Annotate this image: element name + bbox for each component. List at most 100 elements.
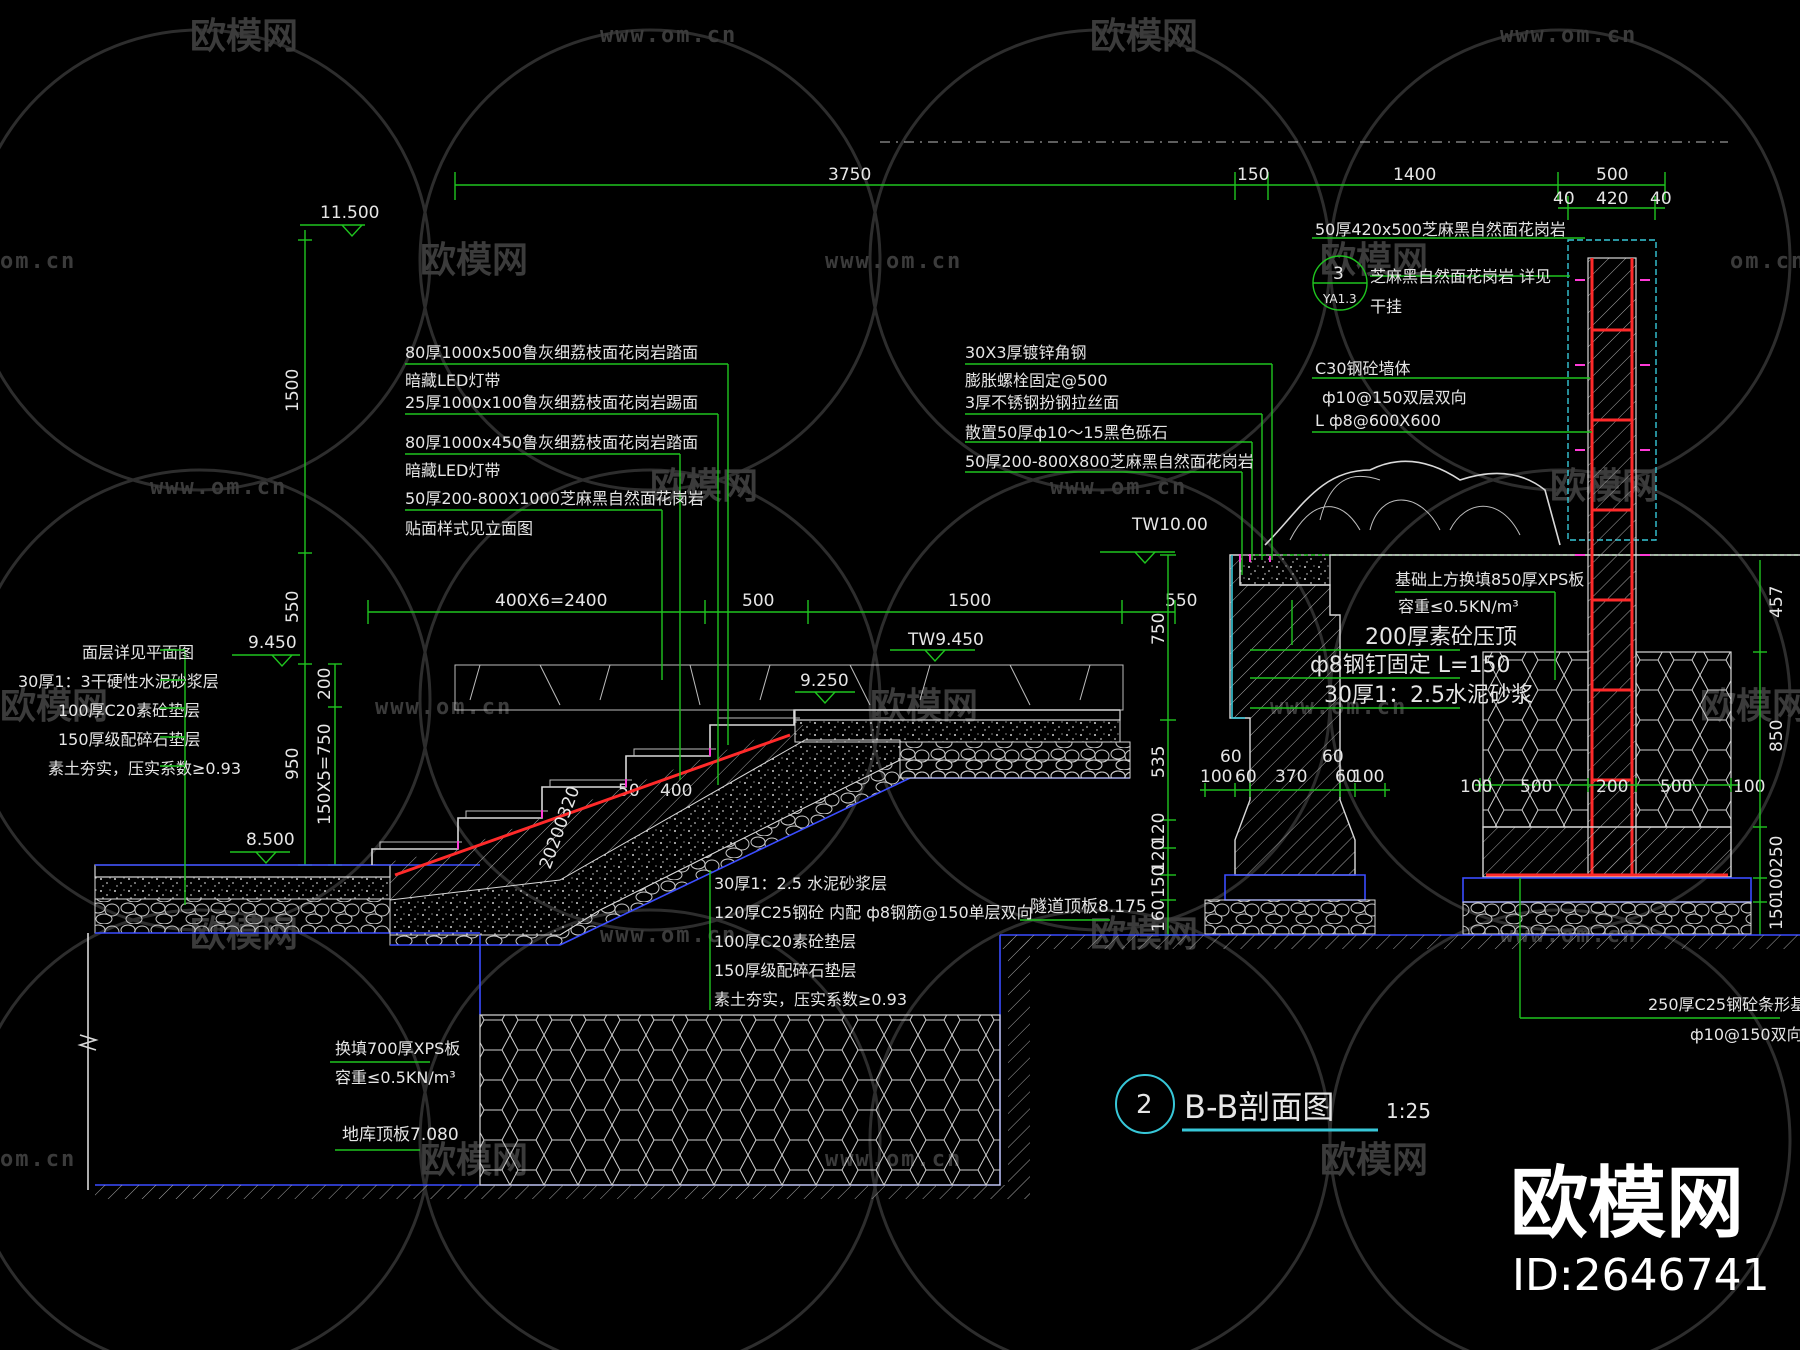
right-foundation: 100 500 200 500 100 457 850 250 100 150 xyxy=(1460,560,1787,935)
elevation-8500: 8.500 xyxy=(246,830,295,850)
watermark-url: www.om.cn xyxy=(600,923,737,948)
elevation-9250: 9.250 xyxy=(800,671,849,691)
note-fill-1: 容重≤0.5KN/m³ xyxy=(335,1068,456,1087)
dim-150x5-v: 150X5=750 xyxy=(315,723,335,825)
dim-100-b: 100 xyxy=(1733,777,1765,797)
note-coping: 200厚素砼压顶 xyxy=(1365,625,1517,650)
stair-section: 20200320 xyxy=(371,709,1131,946)
note-left-0: 面层详见平面图 xyxy=(82,643,194,662)
left-paving xyxy=(94,864,480,934)
planting-area xyxy=(1255,460,1800,556)
dim-500-b: 500 xyxy=(1520,777,1552,797)
dim-60: 60 xyxy=(1322,747,1344,767)
notes-wall-mid: 基础上方换填850厚XPS板 容重≤0.5KN/m³ 200厚素砼压顶 ф8钢钉… xyxy=(1250,570,1584,709)
brand-logo-text: 欧模网 xyxy=(1510,1159,1744,1249)
note-fill-0: 换填700厚XPS板 xyxy=(335,1039,460,1058)
dim-1400: 1400 xyxy=(1393,165,1436,185)
note-step-0: 80厚1000x500鲁灰细荔枝面花岗岩踏面 xyxy=(405,343,698,362)
watermark-logo: 欧模网 xyxy=(1090,16,1198,57)
dim-250-v: 250 xyxy=(1767,836,1787,868)
dim-3750: 3750 xyxy=(828,165,871,185)
title-number: 2 xyxy=(1136,1090,1153,1120)
dim-150: 150 xyxy=(1237,165,1269,185)
watermark-logo: 欧模网 xyxy=(1320,1140,1428,1181)
stone-face-wall xyxy=(454,664,1124,711)
dim-120-v: 120 xyxy=(1149,813,1169,845)
brand-badge: 欧模网 ID:2646741 xyxy=(1510,1159,1770,1301)
dim-60: 60 xyxy=(1235,767,1257,787)
note-step-1: 暗藏LED灯带 xyxy=(405,371,500,390)
dim-100-b: 100 xyxy=(1460,777,1492,797)
watermark-logo: 欧模网 xyxy=(1320,240,1428,281)
leader-lines xyxy=(184,237,1780,1063)
dim-750-v: 750 xyxy=(1149,613,1169,645)
watermark-url: www.om.cn xyxy=(150,475,287,500)
notes-steps-top: 80厚1000x500鲁灰细荔枝面花岗岩踏面 暗藏LED灯带 25厚1000x1… xyxy=(405,343,704,538)
dim-950-v: 950 xyxy=(283,748,303,780)
note-step-2: 25厚1000x100鲁灰细荔枝面花岗岩踢面 xyxy=(405,393,698,412)
dim-400x6: 400X6=2400 xyxy=(495,591,607,611)
dim-370: 370 xyxy=(1275,767,1307,787)
detail-ref-number: 3 xyxy=(1333,264,1344,284)
watermark-url: om.cn xyxy=(1730,249,1800,274)
lower-structure: 隧道顶板8.175 地库顶板7.080 xyxy=(77,897,1800,1199)
watermark-logo: 欧模网 xyxy=(0,686,108,727)
notes-foundation: 250厚C25钢砼条形基础 ф10@150双向 xyxy=(1648,995,1800,1044)
elevation-tw10: TW10.00 xyxy=(1131,515,1208,535)
dim-150-v: 150 xyxy=(1767,898,1787,930)
elevation-9450: 9.450 xyxy=(248,633,297,653)
detail-ref-sheet: YA1.3 xyxy=(1322,292,1357,306)
note-wall-3: C30钢砼墙体 xyxy=(1315,359,1411,378)
drawing-title: B-B剖面图 xyxy=(1184,1088,1334,1126)
watermark-logo: 欧模网 xyxy=(420,240,528,281)
garage-roof-label: 地库顶板7.080 xyxy=(342,1125,459,1145)
note-edge-2: 3厚不锈钢扮钢拉丝面 xyxy=(965,393,1119,412)
dim-40: 40 xyxy=(1650,189,1672,209)
feature-wall xyxy=(1567,239,1657,879)
note-wall-4: ф10@150双层双向 xyxy=(1322,388,1467,407)
dim-150-v: 150 xyxy=(1149,866,1169,898)
watermark-url: om.cn xyxy=(0,1147,76,1172)
note-mortar: 30厚1：2.5水泥砂浆 xyxy=(1324,683,1533,708)
dim-550-mid: 550 xyxy=(1165,591,1197,611)
wall-dimensions: 750 535 120 120 150 160 60 100 60 370 60… xyxy=(1149,554,1390,936)
brand-id: ID:2646741 xyxy=(1512,1250,1770,1301)
dim-1500-mid: 1500 xyxy=(948,591,991,611)
watermark-url: www.om.cn xyxy=(375,695,512,720)
watermark-url: www.om.cn xyxy=(1500,23,1637,48)
note-wall-5: L ф8@600X600 xyxy=(1315,411,1441,430)
note-edge-4: 50厚200-800X800芝麻黑自然面花岗岩 xyxy=(965,452,1254,471)
note-edge-1: 膨胀螺栓固定@500 xyxy=(965,371,1108,390)
dim-500-mid: 500 xyxy=(742,591,774,611)
note-wall-0: 50厚420x500芝麻黑自然面花岗岩 xyxy=(1315,220,1566,239)
note-nail: ф8钢钉固定 L=150 xyxy=(1310,653,1510,678)
note-wall-2: 干挂 xyxy=(1370,297,1402,316)
watermark-url: www.om.cn xyxy=(1050,475,1187,500)
note-stepbase-1: 120厚C25钢砼 内配 ф8钢筋@150单层双向 xyxy=(714,903,1033,922)
left-elevations: 11.500 9.450 8.500 1500 550 200 950 150X… xyxy=(230,203,379,866)
note-xps-0: 基础上方换填850厚XPS板 xyxy=(1395,570,1584,589)
note-left-1: 30厚1：3干硬性水泥砂浆层 xyxy=(18,672,219,691)
notes-wall-top: 50厚420x500芝麻黑自然面花岗岩 芝麻黑自然面花岗岩 详见 干挂 C30钢… xyxy=(1312,220,1566,430)
note-step-4: 暗藏LED灯带 xyxy=(405,461,500,480)
note-left-4: 素土夯实，压实系数≥0.93 xyxy=(48,759,241,778)
watermark-logo: 欧模网 xyxy=(190,16,298,57)
note-foundation-1: ф10@150双向 xyxy=(1690,1025,1800,1044)
note-xps-1: 容重≤0.5KN/m³ xyxy=(1398,597,1519,616)
watermark-url: www.om.cn xyxy=(600,23,737,48)
drawing-title-block: 2 B-B剖面图 1:25 xyxy=(1115,1074,1431,1134)
note-foundation-0: 250厚C25钢砼条形基础 xyxy=(1648,995,1800,1014)
drawing-scale: 1:25 xyxy=(1386,1099,1431,1123)
notes-left: 面层详见平面图 30厚1：3干硬性水泥砂浆层 100厚C20素砼垫层 150厚级… xyxy=(18,643,241,778)
dim-500-b: 500 xyxy=(1660,777,1692,797)
mid-elevations: TW10.00 TW9.450 9.250 xyxy=(795,515,1208,705)
note-stepbase-2: 100厚C20素砼垫层 xyxy=(714,932,856,951)
note-left-3: 150厚级配碎石垫层 xyxy=(58,730,201,749)
note-step-5: 50厚200-800X1000芝麻黑自然面花岗岩 xyxy=(405,489,704,508)
title-number-circle xyxy=(1115,1074,1175,1134)
note-left-2: 100厚C20素砼垫层 xyxy=(58,701,200,720)
elevation-tw9450: TW9.450 xyxy=(907,630,984,650)
dim-457-v: 457 xyxy=(1767,586,1787,618)
note-step-6: 贴面样式见立面图 xyxy=(405,519,533,538)
elevation-11500: 11.500 xyxy=(320,203,379,223)
